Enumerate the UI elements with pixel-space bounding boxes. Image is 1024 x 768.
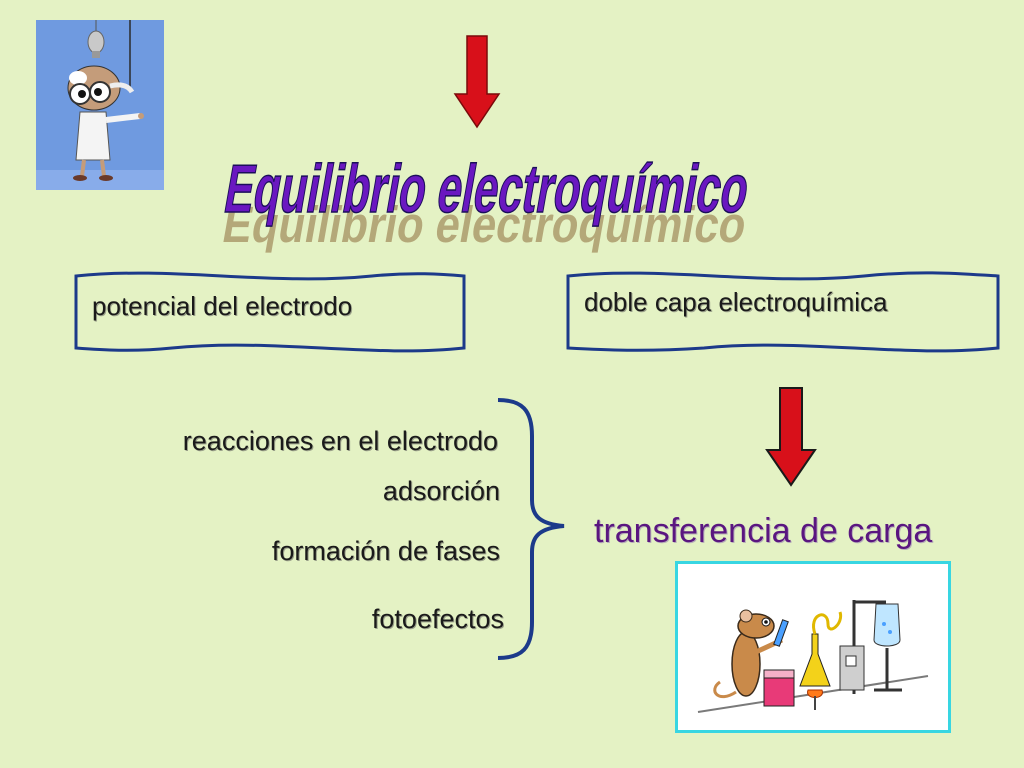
box-left-label: potencial del electrodo <box>92 291 353 321</box>
slide-title: Equilibrio electroquímico Equilibrio ele… <box>218 151 755 253</box>
red-down-arrow-icon <box>453 35 501 129</box>
scientist-lightbulb-icon <box>36 20 164 190</box>
svg-text:Equilibrio electroquímico: Equilibrio electroquímico <box>219 152 755 227</box>
red-down-arrow-icon <box>765 387 817 487</box>
box-right-border <box>566 271 1000 353</box>
list-item: fotoefectos <box>371 604 504 634</box>
box-right-label: doble capa electroquímica <box>584 287 888 317</box>
list-item: formación de fases <box>271 536 500 566</box>
list-item: reacciones en el electrodo <box>182 426 498 456</box>
lab-mouse-chemistry-icon <box>697 600 929 713</box>
curly-brace <box>497 398 565 660</box>
box-left-border <box>74 271 466 353</box>
result-label: transferencia de carga <box>594 512 933 550</box>
svg-text:Equilibrio electroquímico: Equilibrio electroquímico <box>218 197 750 254</box>
lab-image-frame <box>675 561 951 733</box>
list-item: adsorción <box>382 476 500 506</box>
